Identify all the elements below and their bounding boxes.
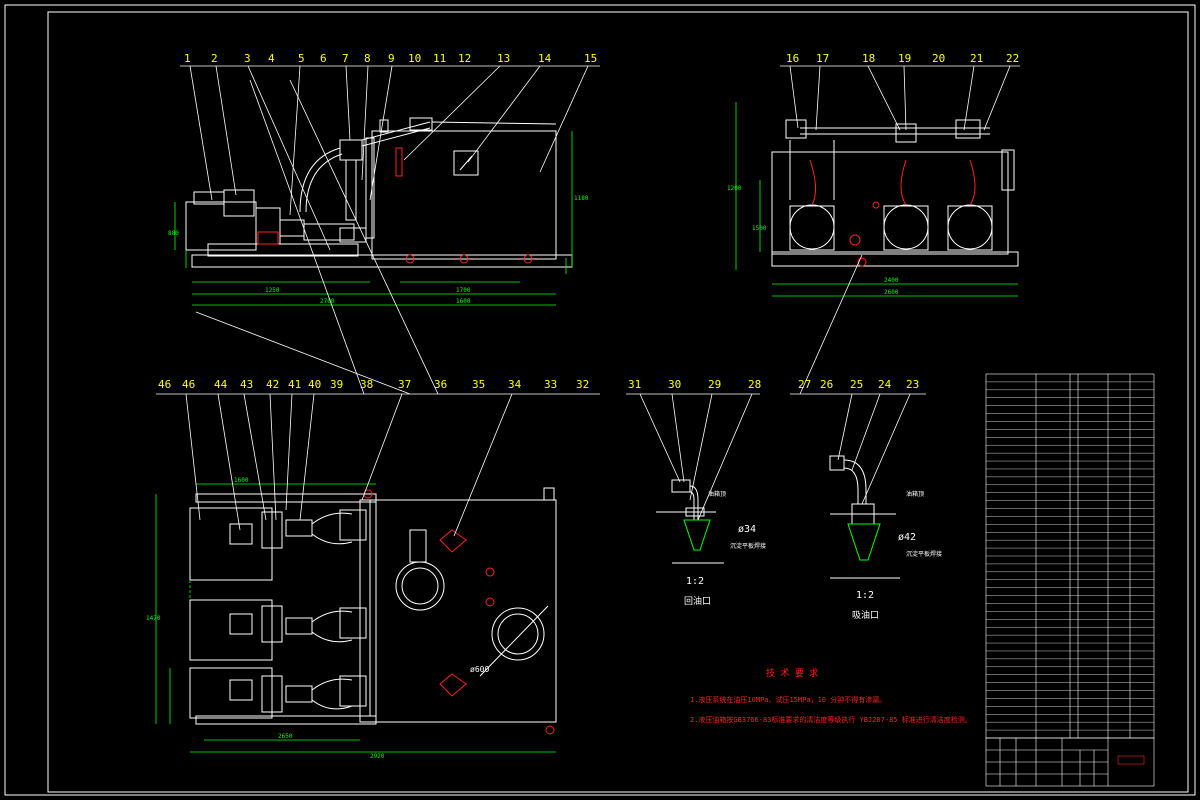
dim-plan-0: 1600: [234, 477, 249, 484]
callout-36: 36: [434, 378, 447, 391]
front-dimensions: [174, 131, 573, 306]
callout-11: 11: [433, 52, 446, 65]
callout-22: 22: [1006, 52, 1019, 65]
callout-10: 10: [408, 52, 421, 65]
callout-5: 5: [298, 52, 305, 65]
callout-12: 12: [458, 52, 471, 65]
detail1-leaders: [626, 393, 760, 521]
inner-frame: [47, 11, 1189, 793]
callout-43: 43: [240, 378, 253, 391]
callout-17: 17: [816, 52, 829, 65]
callout-20: 20: [932, 52, 945, 65]
callout-18: 18: [862, 52, 875, 65]
callout-35: 35: [472, 378, 485, 391]
callout-6: 6: [320, 52, 327, 65]
callout-42: 42: [266, 378, 279, 391]
side-dimensions: [735, 102, 1018, 297]
callout-40: 40: [308, 378, 321, 391]
dim-front-6: 880: [168, 230, 179, 237]
outer-frame: [4, 4, 1196, 796]
callout-9: 9: [388, 52, 395, 65]
dim-side-1: 1200: [727, 185, 742, 192]
callout-24: 24: [878, 378, 892, 391]
detail1-title: 回油口: [684, 595, 711, 607]
detail-suction-port: [829, 455, 900, 579]
callout-7: 7: [342, 52, 349, 65]
detail2-leaders: [790, 254, 926, 505]
callout-29: 29: [708, 378, 721, 391]
side-leaders: [780, 65, 1020, 131]
dim-side-4: 2600: [884, 289, 899, 296]
dim-front-3: 1700: [456, 287, 471, 294]
plan-dimensions: [155, 483, 556, 753]
callout-21: 21: [970, 52, 983, 65]
dim-plan-1: 2650: [278, 733, 293, 740]
tech-line-1: 1.液压系统在油压10MPa、试压15MPa，10 分钟不得有渗漏。: [690, 695, 886, 704]
front-view: [185, 117, 573, 268]
callout-26: 26: [820, 378, 833, 391]
callout-3: 3: [244, 52, 251, 65]
side-view: [771, 119, 1019, 267]
callout-16: 16: [786, 52, 799, 65]
dim-front-1: 1250: [265, 287, 280, 294]
callout-41: 41: [288, 378, 301, 391]
plan-circle-label: ø600: [470, 665, 489, 674]
callout-32: 32: [576, 378, 589, 391]
detail2-scale: 1:2: [856, 590, 874, 601]
callout-38: 38: [360, 378, 373, 391]
callout-46: 46: [158, 378, 171, 391]
dim-plan-2: 2920: [370, 753, 385, 760]
detail2-label-a: 油箱顶: [906, 490, 924, 498]
callout-4: 4: [268, 52, 275, 65]
dim-plan-3: 1470: [146, 615, 161, 622]
detail1-label-a: 油箱顶: [708, 490, 726, 498]
title-block: [985, 737, 1155, 787]
callout-23: 23: [906, 378, 919, 391]
callout-25: 25: [850, 378, 863, 391]
dim-side-2: 1500: [752, 225, 767, 232]
callout-34: 34: [508, 378, 522, 391]
front-leaders: [180, 65, 600, 251]
callout-33: 33: [544, 378, 557, 391]
detail1-label-b: 沉淀平板焊接: [730, 542, 766, 550]
callout-15: 15: [584, 52, 597, 65]
callout-28: 28: [748, 378, 761, 391]
callout-31: 31: [628, 378, 641, 391]
callout-30: 30: [668, 378, 681, 391]
callout-44: 44: [214, 378, 228, 391]
plan-view: [189, 487, 557, 735]
callout-39: 39: [330, 378, 343, 391]
bom-rows: [986, 381, 1154, 731]
plan-leaders: [156, 79, 600, 537]
tech-line-2: 2.液压油箱按GB3766-83标准要求的清洁度等级执行 YBJ207-85 标…: [690, 715, 972, 724]
callout-37: 37: [398, 378, 411, 391]
dim-front-4: 1600: [456, 298, 471, 305]
callout-19: 19: [898, 52, 911, 65]
detail2-title: 吸油口: [852, 609, 879, 621]
detail2-diameter: ø42: [898, 532, 916, 543]
detail1-scale: 1:2: [686, 576, 704, 587]
dim-front-2: 2700: [320, 298, 335, 305]
callout-2: 2: [211, 52, 218, 65]
tech-heading: 技 术 要 求: [766, 667, 818, 679]
callout-1: 1: [184, 52, 191, 65]
callout-45-label: 46: [182, 378, 195, 391]
callout-8: 8: [364, 52, 371, 65]
detail1-diameter: ø34: [738, 524, 756, 535]
callout-13: 13: [497, 52, 510, 65]
detail-return-port: [656, 479, 724, 564]
detail2-label-b: 沉淀平板焊接: [906, 550, 942, 558]
dim-side-3: 2400: [884, 277, 899, 284]
dim-front-5: 1180: [574, 195, 589, 202]
callout-14: 14: [538, 52, 552, 65]
